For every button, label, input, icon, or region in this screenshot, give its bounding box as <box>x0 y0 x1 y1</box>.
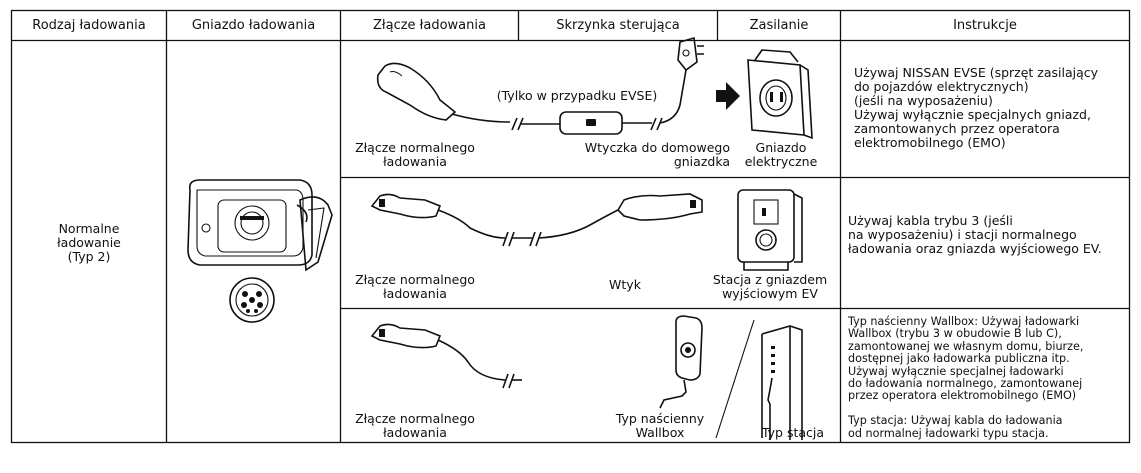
row2-connector-label: Złącze normalnego ładowania <box>355 273 475 301</box>
row3-connector-label-line1: Złącze normalnego <box>355 411 475 426</box>
row2-connector-label-line1: Złącze normalnego <box>355 272 475 287</box>
row2-station-label-line2: wyjściowym EV <box>722 286 818 301</box>
row2-station-label-line1: Stacja z gniazdem <box>712 272 828 287</box>
row3-connector-icon <box>370 323 522 389</box>
header-control-box: Skrzynka sterująca <box>556 17 680 33</box>
row1-socket-label-line2: elektryczne <box>744 154 818 169</box>
wallbox-icon <box>659 315 703 409</box>
header-power-supply: Zasilanie <box>749 17 809 33</box>
row1-connector-label: Złącze normalnego ładowania <box>355 141 475 169</box>
row1-instructions: Używaj NISSAN EVSE (sprzęt zasilający do… <box>854 65 1099 150</box>
row1-connector-label-line1: Złącze normalnego <box>355 140 475 155</box>
charging-type-line3: (Typ 2) <box>67 249 111 264</box>
charging-station-socket-icon <box>737 189 803 271</box>
row3-wallbox-label-line1: Typ naścienny <box>615 411 705 426</box>
row2-instructions: Używaj kabla trybu 3 (jeśli na wyposażen… <box>848 213 1102 256</box>
row1-evse-note: (Tylko w przypadku EVSE) <box>496 88 658 103</box>
row3-connector-label: Złącze normalnego ładowania <box>355 412 475 440</box>
wall-socket-icon <box>747 49 813 140</box>
row1-control-box-icon <box>559 69 687 135</box>
arrow-right-icon <box>716 82 740 110</box>
row3-instructions: Typ naścienny Wallbox: Używaj ładowarki … <box>848 315 1084 440</box>
row3-wallbox-label-line2: Wallbox <box>635 425 685 440</box>
row1-plug-label-line1: Wtyczka do domowego <box>584 140 730 155</box>
row1-connector-icon <box>376 62 560 131</box>
charging-station-tower-icon <box>761 325 803 440</box>
charging-type-line2: ładowanie <box>57 235 121 250</box>
charging-type-line1: Normalne <box>58 221 120 236</box>
row1-socket-label: Gniazdo elektryczne <box>727 141 835 169</box>
row1-plug-label-line2: gniazdka <box>673 154 730 169</box>
header-charging-socket: Gniazdo ładowania <box>191 17 316 33</box>
row3-station-label: Typ stacja <box>761 425 825 440</box>
row2-station-label: Stacja z gniazdem wyjściowym EV <box>703 273 837 301</box>
charging-type-label: Normalne ładowanie (Typ 2) <box>12 222 166 264</box>
row1-connector-label-line2: ładowania <box>383 154 447 169</box>
row1-socket-label-line1: Gniazdo <box>755 140 807 155</box>
row2-connector-label-line2: ładowania <box>383 286 447 301</box>
header-charging-type: Rodzaj ładowania <box>32 17 146 33</box>
row2-plug-label: Wtyk <box>609 277 641 292</box>
separator-slash <box>715 319 755 439</box>
row3-connector-label-line2: ładowania <box>383 425 447 440</box>
header-instructions: Instrukcje <box>953 17 1017 33</box>
row1-plug-label: Wtyczka do domowego gniazdka <box>574 141 730 169</box>
row2-plug-icon <box>616 193 703 221</box>
household-plug-icon <box>677 36 704 72</box>
row2-connector-icon <box>370 193 619 247</box>
header-charging-connector: Złącze ładowania <box>373 17 486 33</box>
row3-wallbox-label: Typ naścienny Wallbox <box>610 412 710 440</box>
charging-port-icon <box>187 179 333 323</box>
